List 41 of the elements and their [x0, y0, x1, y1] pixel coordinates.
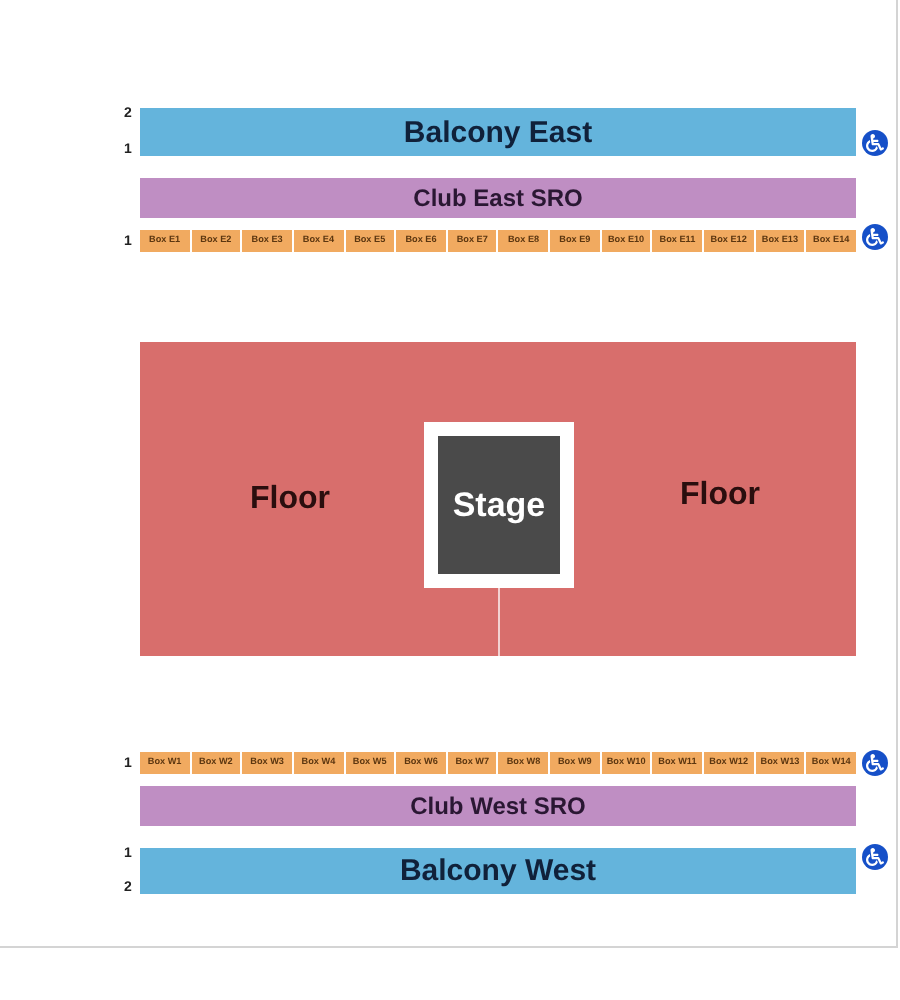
stage-block — [424, 422, 574, 588]
box-seat — [293, 230, 344, 252]
section-label: Balcony West — [399, 856, 597, 886]
box-seat — [191, 752, 241, 774]
club-section — [140, 178, 856, 218]
box-seat — [601, 752, 651, 774]
section-label: Floor — [680, 480, 760, 512]
box-seat — [140, 230, 190, 252]
box-seat — [242, 752, 292, 774]
section-label: Club East SRO — [413, 186, 583, 210]
floor-section — [140, 342, 856, 656]
section-label: Stage — [452, 488, 546, 522]
box-seat — [652, 752, 703, 774]
box-seat — [191, 230, 241, 252]
section-label: Balcony East — [403, 117, 593, 147]
box-seat — [345, 752, 395, 774]
box-seat — [806, 752, 856, 774]
section-label: Club West SRO — [410, 794, 586, 818]
box-seat — [601, 230, 651, 252]
box-seat — [396, 752, 446, 774]
box-seat — [140, 752, 190, 774]
box-seat — [345, 230, 395, 252]
box-seat — [396, 230, 446, 252]
balcony-section — [140, 108, 856, 156]
balcony-section — [140, 848, 856, 894]
box-seat — [806, 230, 856, 252]
box-seat — [652, 230, 703, 252]
section-label: Floor — [250, 484, 330, 516]
box-seat — [242, 230, 292, 252]
box-seat — [293, 752, 344, 774]
box-seat — [498, 230, 549, 252]
box-seat — [447, 752, 497, 774]
box-seat — [550, 752, 600, 774]
box-seat — [704, 230, 754, 252]
box-seat — [447, 230, 497, 252]
box-seat — [755, 230, 805, 252]
box-seat — [704, 752, 754, 774]
box-seat — [498, 752, 549, 774]
box-seat — [550, 230, 600, 252]
box-seat — [755, 752, 805, 774]
club-section — [140, 786, 856, 826]
